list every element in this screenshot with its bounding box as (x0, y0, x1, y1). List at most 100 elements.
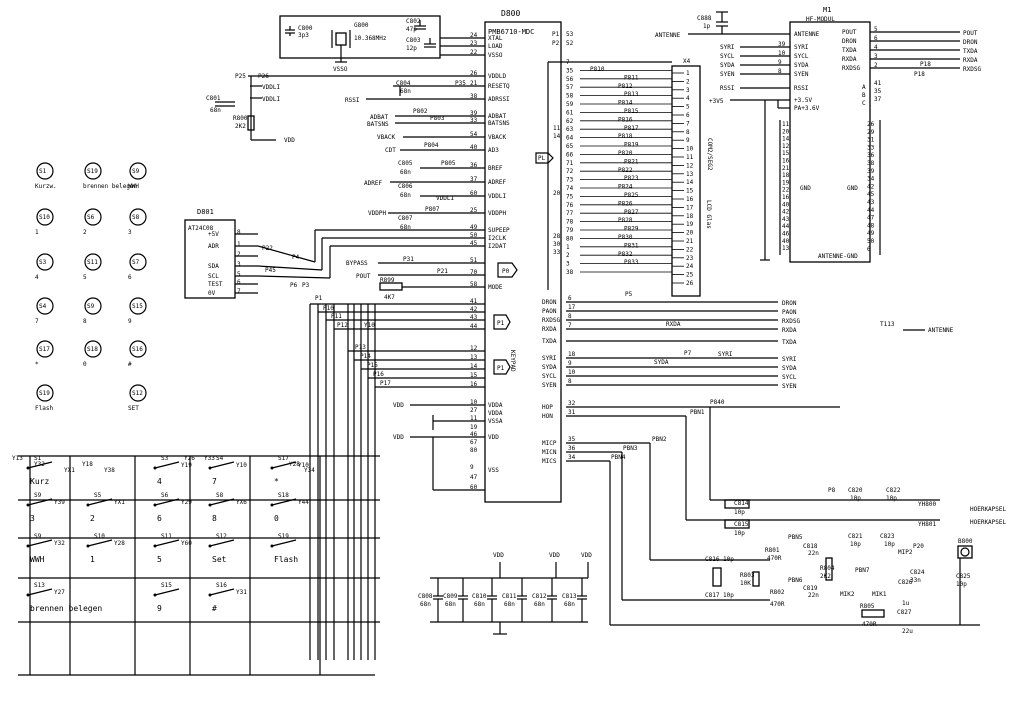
bus-arrow-p0 (497, 262, 518, 278)
key-legend-circle (129, 162, 147, 180)
keypad-switch-net: Y60 (181, 540, 192, 547)
rf-syda: SYDA (720, 62, 735, 69)
net-p22: P22 (262, 245, 273, 252)
net-r-sycl: SYCL (782, 374, 797, 381)
c807-value: 68n (400, 224, 411, 231)
decoupling-cap-value: 68n (534, 601, 545, 608)
keypad-switch-blade (154, 461, 180, 469)
rf-out-rxdsg: RXDSG (963, 66, 981, 73)
rf-gnd-left-pin: 13 (782, 245, 790, 252)
keypad-switch-contact (86, 544, 90, 548)
net-t113: T113 (880, 321, 895, 328)
ic-left-pin-name: VDDPH (488, 210, 506, 217)
ic-left-pin-name: SUPEEP (488, 227, 510, 234)
key-legend-circle (84, 340, 102, 358)
net-pbn1: PBN1 (690, 409, 705, 416)
decoupling-cap-value: 68n (420, 601, 431, 608)
ic-right-pin-number: 62 (566, 118, 574, 125)
ic-left-pin-number: 50 (470, 232, 478, 239)
key-legend-label: 6 (128, 274, 132, 281)
ic-right-bottom-pin-number: 31 (568, 409, 576, 416)
lcd-net-label: P829 (624, 226, 639, 233)
c888-ref: C888 (697, 15, 712, 22)
key-legend-id: S1 (39, 168, 47, 175)
r899-body (379, 282, 403, 291)
lcd-pins: 1234567891011121314151617181920212223242… (590, 66, 694, 287)
eeprom-pin-number: 3 (237, 261, 241, 268)
lcd-net-label: P815 (624, 108, 639, 115)
net-p802: P802 (413, 108, 428, 115)
c804-ref: C804 (396, 80, 411, 87)
lcd-net-label: P817 (624, 125, 639, 132)
keypad-switch-net: Y19 (181, 462, 192, 469)
net-p807: P807 (425, 206, 440, 213)
net-r-syen: SYEN (782, 383, 797, 390)
lcd-pin-number: 1 (686, 70, 690, 77)
ic-left-pin-name: VSS (488, 467, 499, 474)
keypad-switch-contact (270, 503, 274, 507)
keypad-key-label: 5 (157, 555, 162, 564)
net-pbn2: PBN2 (652, 436, 667, 443)
ic-right-pin-number: 65 (566, 143, 574, 150)
net-r-p5: P5 (625, 291, 633, 298)
keypad-y-label: Y32 (34, 461, 45, 468)
key-legend-label: 3 (128, 229, 132, 236)
rf-gnd-right-pin: 42 (867, 183, 875, 190)
r803-body (752, 571, 760, 587)
rf-gnd-right-pin: 49 (867, 230, 875, 237)
yh801: YH801 (918, 521, 936, 528)
lcd-pin-number: 19 (686, 221, 694, 228)
ic-d800-right-bottom-pins: 6DRON17PAON8RXDSG7RXDATXDA18SYRI9SYDA10S… (542, 295, 576, 465)
lcd-net-label: P816 (618, 116, 633, 123)
lcd-ref: X4 (683, 58, 691, 65)
key-legend-label: Kurzw. (35, 183, 57, 190)
key-legend-circle (129, 253, 147, 271)
decoupling-cap-ref: C813 (562, 593, 577, 600)
decoupling-cap-ref: C811 (502, 593, 517, 600)
c824-value: 33n (910, 577, 921, 584)
lcd-pin-number: 25 (686, 272, 694, 279)
keypad-switch-contact (153, 544, 157, 548)
ic-right-pin-number: 75 (566, 193, 574, 200)
net-p11: P11 (331, 313, 342, 320)
key-legend-id: S3 (39, 259, 47, 266)
net-pbn6: PBN6 (788, 577, 803, 584)
key-legend-id: S15 (132, 303, 143, 310)
c823-ref: C823 (880, 533, 895, 540)
ic-left-pin-number: 49 (470, 224, 478, 231)
rf-gnd-left-pin: 16 (782, 194, 790, 201)
decoupling-cap-value: 68n (564, 601, 575, 608)
rf-gnd-right-pin: 39 (867, 168, 875, 175)
c807-ref: C807 (398, 215, 413, 222)
c816-body (712, 567, 722, 587)
keypad-key-label: # (212, 604, 217, 613)
ic-right-pin-number: 66 (566, 151, 574, 158)
decoupling-vdd-1: VDD (493, 552, 504, 559)
decoupling-cap-ref: C808 (418, 593, 433, 600)
lcd-net-label: P820 (618, 150, 633, 157)
key-legend-label: Flash (35, 405, 53, 412)
keypad-switch-contact (153, 593, 157, 597)
ic-left-pin-name: I2CLK (488, 235, 506, 242)
bus-arrow-p1b-label: P1 (497, 365, 505, 372)
key-legend-id: S6 (87, 214, 95, 221)
r899-ref: R899 (380, 277, 395, 284)
keypad-switch-net: YX1 (114, 499, 125, 506)
ic-right-pin-number: 77 (566, 210, 574, 217)
key-legend-id: S9 (87, 303, 95, 310)
decoupling-cap-ref: C809 (443, 593, 458, 600)
crystal-oscillator: C800 3p3 G800 10.368MHz VSSO C802 47p C8… (279, 15, 485, 73)
rf-syri: SYRI (720, 44, 735, 51)
ic-left-pin-name: VBACK (488, 134, 506, 141)
net-p10: P10 (323, 305, 334, 312)
net-pbn7: PBN7 (855, 567, 870, 574)
ic-right-bottom-pin-name: HOP (542, 404, 553, 411)
rf-sycl: SYCL (720, 53, 735, 60)
c814-ref: C814 (734, 500, 749, 507)
